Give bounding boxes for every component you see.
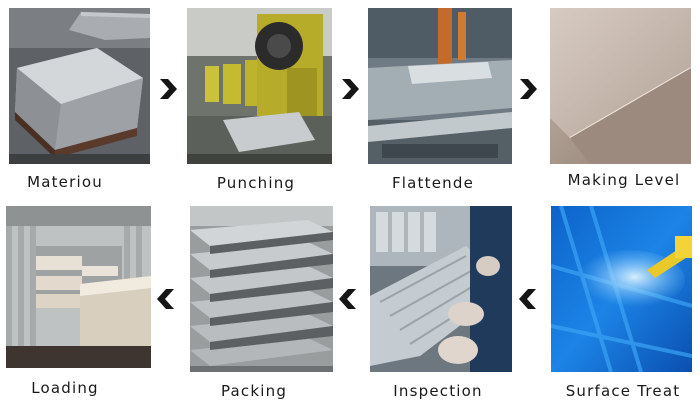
step-label: Surface Treat: [565, 382, 681, 400]
step-label: Packing: [220, 382, 288, 400]
inspection-gloves-photo: [370, 206, 512, 372]
leveled-sheet-photo: [550, 8, 691, 164]
chevron-left-icon: [155, 287, 177, 311]
chevron-right-icon: [339, 77, 361, 101]
step-label: Loading: [31, 379, 99, 397]
container-loading-photo: [6, 206, 151, 368]
flattening-machine-photo: [368, 8, 512, 164]
step-label: Punching: [216, 174, 296, 192]
punching-machine-photo: [187, 8, 332, 164]
packed-sheets-rack-photo: [190, 206, 333, 372]
step-label: Materiou: [27, 173, 103, 191]
steel-sheets-stack-photo: [9, 8, 150, 164]
step-label: Making Level: [567, 171, 681, 189]
step-label: Flattende: [391, 174, 475, 192]
chevron-right-icon: [517, 77, 539, 101]
chevron-left-icon: [517, 287, 539, 311]
chevron-right-icon: [157, 77, 179, 101]
chevron-left-icon: [337, 287, 359, 311]
step-label: Inspection: [393, 382, 483, 400]
surface-spray-photo: [551, 206, 692, 372]
